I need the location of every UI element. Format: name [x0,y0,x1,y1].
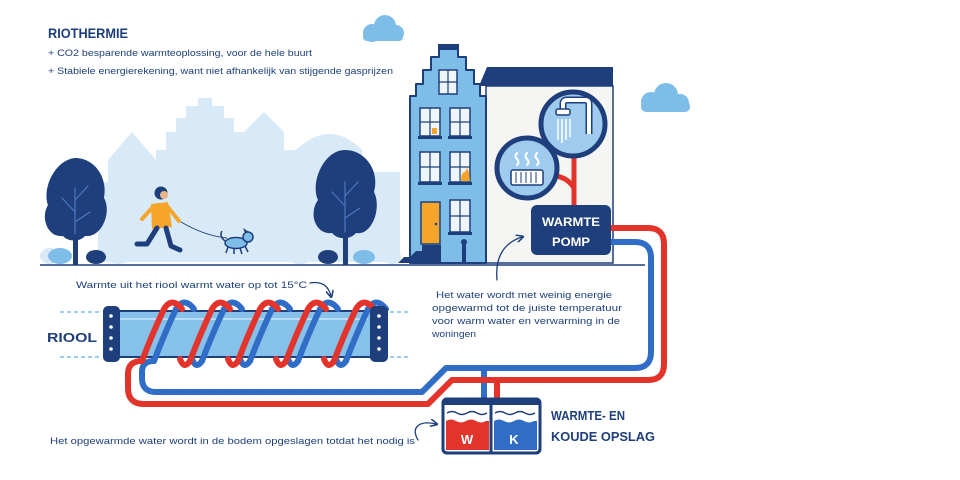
warm-water-pipe [125,225,667,407]
heat-pump-note-line: Het water wordt met weinig energie [436,290,612,301]
sewer-pipe-end-cap [103,306,120,362]
window [448,107,472,139]
window [448,151,472,185]
window [438,69,458,95]
storage-label-line2: KOUDE OPSLAG [551,429,655,444]
canal-house [398,44,487,264]
window [418,151,442,185]
window [448,199,472,235]
heat-pump-box: WARMTE POMP [531,205,611,255]
heat-pump-label-line1: WARMTE [542,215,600,229]
tree-icon [313,150,377,265]
heat-exchanger-coil [139,299,389,368]
sewer-pipe-end-cap [370,306,388,362]
benefit-item: + Stabiele energierekening, want niet af… [48,66,393,77]
sewer-heat-caption: Warmte uit het riool warmt water op tot … [76,280,307,291]
heat-pump-note-line: voor warm water en verwarming in de [432,316,620,327]
cloud-icon [363,15,404,42]
sewer-label: RIOOL [47,330,97,345]
heat-pump-label-line2: POMP [552,235,590,249]
front-stairs [398,245,441,263]
arrow-icon [496,237,522,281]
thermal-storage-tank: W K [441,397,542,455]
bollard [461,239,467,263]
storage-caption: Het opgewarmde water wordt in de bodem o… [50,436,415,447]
tree-icon [44,158,107,265]
window [418,107,442,139]
arrow-icon [414,423,436,441]
person-walking [134,186,183,253]
cold-water-pipe [139,239,654,395]
cloud-icon [641,83,690,112]
cold-storage-letter: K [509,432,519,447]
page-title: RIOTHERMIE [48,25,128,41]
benefit-item: + CO2 besparende warmteoplossing, voor d… [48,48,312,59]
shower-icon [538,89,608,159]
heat-pump-note-line: woningen [431,329,476,340]
dog-leash [180,221,228,239]
arrow-icon [309,281,331,296]
radiator-icon [494,135,560,201]
door [420,201,441,245]
warm-storage-letter: W [461,432,474,447]
dog [220,228,254,255]
heat-pump-note-line: opgewarmd tot de juiste temperatuur [432,303,622,314]
storage-label-line1: WARMTE- EN [551,408,625,423]
